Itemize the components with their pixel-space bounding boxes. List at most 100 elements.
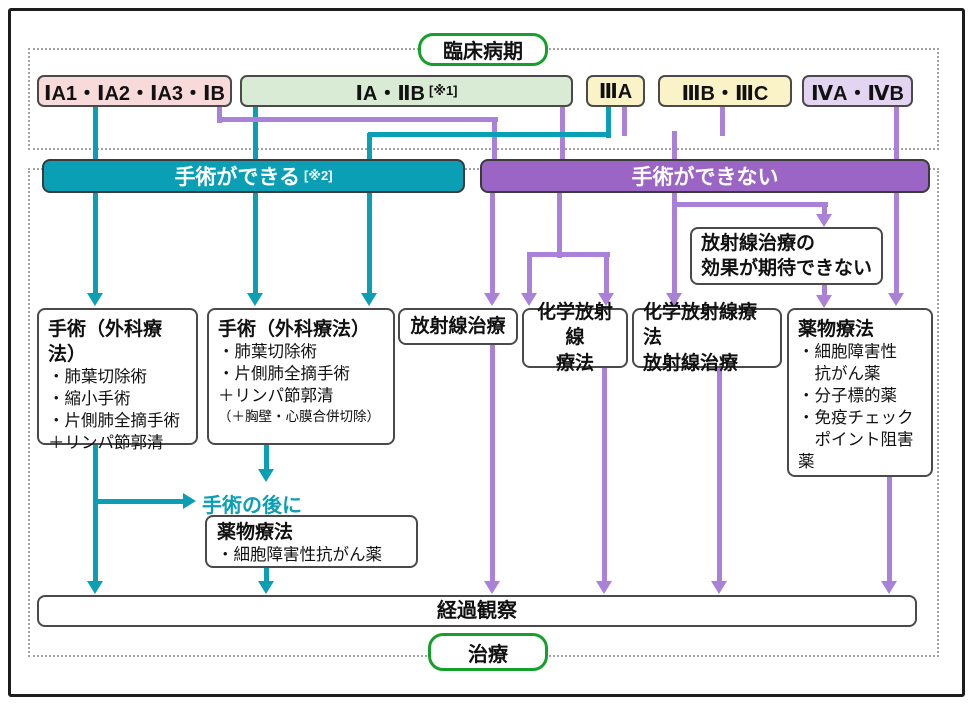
stage-box-3b-3c: ⅢB・ⅢC: [658, 75, 792, 107]
surgery-box-2: 手術（外科療法） ・肺葉切除術 ・片側肺全摘手術 ＋リンパ節郭清 （＋胸壁・心膜…: [207, 308, 395, 445]
inoperable-banner: 手術ができない: [480, 159, 930, 193]
connector-line: [367, 133, 372, 159]
arrowhead-down: [361, 293, 377, 306]
surgery-1-item: ・縮小手術: [48, 390, 131, 409]
drug-therapy-item: ・分子標的薬: [798, 386, 897, 405]
chemoradiation-radiation-box: 化学放射線療法 放射線治療: [632, 302, 782, 374]
radiation-ineffective-box: 放射線治療の 効果が期待できない: [690, 227, 883, 285]
connector-line: [720, 107, 725, 136]
drug-therapy-box: 薬物療法 ・細胞障害性 抗がん薬 ・分子標的薬 ・免疫チェック ポイント阻害薬: [787, 308, 933, 477]
surgery-1-item: ＋リンパ節郭清: [48, 433, 164, 452]
arrowhead-down: [666, 293, 682, 306]
arrowhead-down: [881, 581, 897, 594]
arrowhead-down: [258, 469, 274, 482]
arrowhead-down: [816, 214, 832, 227]
connector-line: [602, 368, 607, 581]
surgery-2-item: ・肺葉切除術: [218, 343, 317, 362]
connector-line: [93, 445, 98, 581]
connector-line: [894, 107, 899, 159]
connector-line: [492, 118, 497, 159]
stage-box-1a1-1b: ⅠA1・ⅠA2・ⅠA3・ⅠB: [37, 75, 232, 107]
drug-therapy-title: 薬物療法: [798, 319, 875, 340]
connector-line: [96, 499, 184, 504]
surgery-1-title: 手術（外科療法）: [48, 319, 163, 366]
radiation-title: 放射線治療: [410, 315, 506, 337]
connector-line: [672, 131, 677, 159]
chemoradiation-line1: 化学放射線: [536, 302, 613, 349]
arrowhead-down: [888, 293, 904, 306]
connector-line: [490, 192, 495, 294]
chemoradiation-box: 化学放射線 療法: [522, 302, 628, 374]
post-surgery-label: 手術の後に: [202, 489, 302, 518]
connector-line: [557, 192, 562, 258]
stage-2-label: ⅠA・ⅡB: [355, 82, 425, 105]
connector-line: [368, 132, 611, 137]
arrowhead-down: [816, 295, 832, 308]
drug-therapy-item: ・細胞障害性: [798, 343, 897, 362]
connector-line: [93, 107, 98, 159]
connector-line: [717, 368, 722, 581]
connector-line: [93, 192, 98, 294]
surgery-2-item: ＋リンパ節郭清: [218, 386, 334, 405]
treatment-pill: 治療: [428, 633, 548, 671]
arrowhead-down: [258, 581, 274, 594]
arrowhead-down: [87, 581, 103, 594]
radiation-ineffective-line2: 効果が期待できない: [701, 258, 873, 279]
arrowhead-down: [598, 293, 614, 306]
connector-line: [217, 107, 222, 123]
arrowhead-down: [247, 293, 263, 306]
operable-banner-label: 手術ができる: [174, 166, 301, 189]
connector-line: [606, 105, 611, 138]
operable-banner-note: [※2]: [304, 168, 333, 183]
connector-line: [217, 117, 498, 122]
clinical-stage-label: 臨床病期: [443, 41, 523, 63]
stage-4-label: ⅢB・ⅢC: [681, 82, 769, 105]
connector-line: [822, 202, 827, 215]
connector-line: [527, 252, 532, 294]
operable-banner: 手術ができる [※2]: [42, 159, 465, 193]
surgery-1-item: ・肺葉切除術: [48, 368, 147, 387]
connector-line: [527, 252, 610, 257]
arrowhead-down: [596, 581, 612, 594]
connector-line: [887, 477, 892, 581]
stage-box-3a: ⅢA: [586, 75, 645, 107]
connector-line: [604, 252, 609, 294]
surgery-box-1: 手術（外科療法） ・肺葉切除術 ・縮小手術 ・片側肺全摘手術 ＋リンパ節郭清: [37, 308, 198, 452]
stage-2-note: [※1]: [428, 83, 458, 98]
drug-therapy-item: ポイント阻害薬: [798, 430, 914, 471]
chemoradiation-line2: 療法: [555, 352, 594, 374]
radiation-ineffective-line1: 放射線治療の: [701, 232, 816, 254]
connector-line: [367, 192, 372, 294]
surgery-1-item: ・片側肺全摘手術: [48, 412, 180, 431]
connector-line: [822, 285, 827, 296]
connector-line: [672, 202, 828, 207]
arrowhead-down: [484, 293, 500, 306]
connector-line: [622, 107, 627, 136]
post-surgery-drug-item: ・細胞障害性抗がん薬: [217, 546, 382, 565]
treatment-label: 治療: [468, 643, 508, 666]
stage-1-label: ⅠA1・ⅠA2・ⅠA3・ⅠB: [44, 82, 225, 105]
arrowhead-down: [711, 581, 727, 594]
drug-therapy-item: 抗がん薬: [798, 365, 881, 384]
stage-box-4a-4b: ⅣA・ⅣB: [802, 75, 913, 107]
connector-line: [264, 568, 269, 581]
connector-line: [264, 445, 269, 469]
arrowhead-right: [183, 493, 196, 509]
chemoradiation-radiation-line1: 化学放射線療法: [643, 302, 758, 349]
connector-line: [253, 192, 258, 294]
followup-box: 経過観察: [37, 595, 917, 627]
surgery-2-title: 手術（外科療法）: [218, 319, 371, 340]
connector-line: [672, 192, 677, 294]
post-surgery-drug-title: 薬物療法: [217, 522, 294, 543]
surgery-2-note: （＋胸壁・心膜合併切除）: [218, 408, 380, 424]
radiation-box: 放射線治療: [398, 308, 518, 345]
post-surgery-drug-box: 薬物療法 ・細胞障害性抗がん薬: [205, 515, 418, 568]
chemoradiation-radiation-line2: 放射線治療: [643, 352, 739, 374]
post-surgery-text: 手術の後に: [202, 495, 302, 517]
outer-frame: [8, 8, 965, 697]
surgery-2-item: ・片側肺全摘手術: [218, 365, 350, 384]
connector-line: [894, 192, 899, 294]
stage-5-label: ⅣA・ⅣB: [811, 82, 904, 105]
arrowhead-down: [484, 581, 500, 594]
